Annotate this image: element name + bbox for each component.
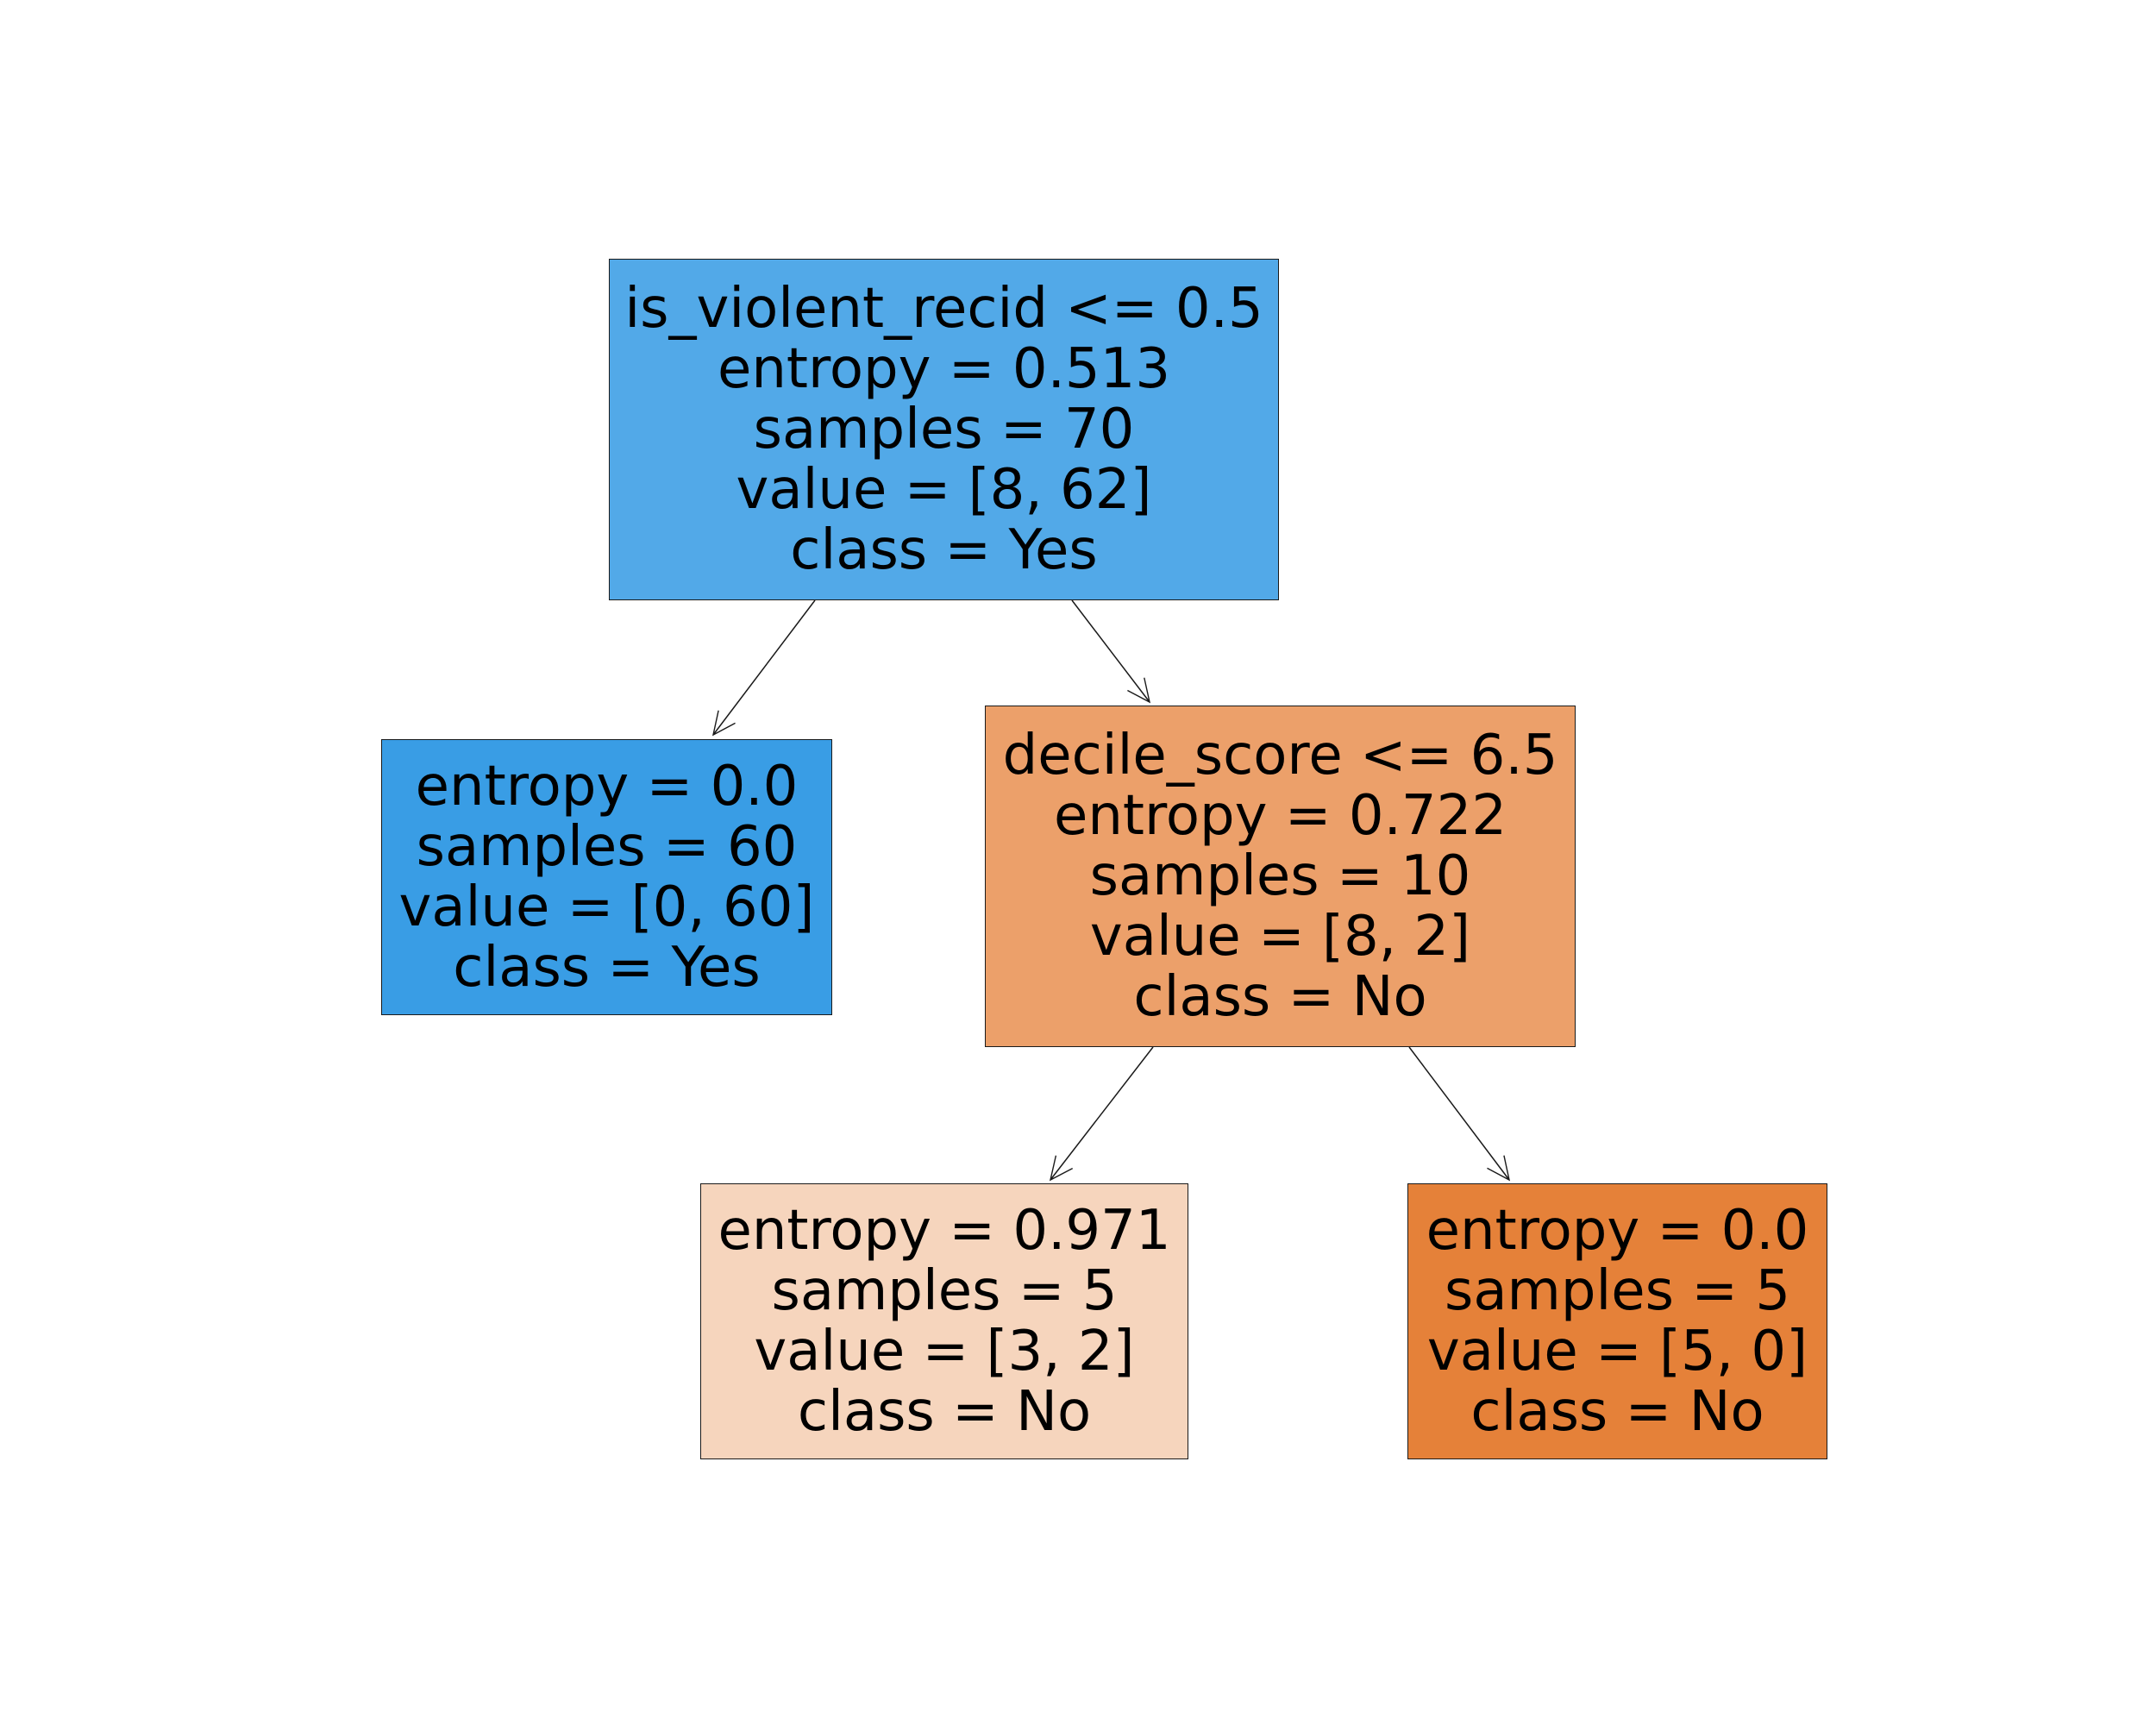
- node-value: value = [8, 2]: [1089, 905, 1471, 969]
- node-samples: samples = 5: [1444, 1259, 1791, 1323]
- node-samples: samples = 10: [1089, 844, 1471, 908]
- node-samples: samples = 5: [771, 1259, 1118, 1323]
- node-class: class = No: [1133, 965, 1427, 1029]
- node-class: class = Yes: [453, 936, 761, 1000]
- node-value: value = [8, 62]: [736, 458, 1152, 522]
- node-value: value = [3, 2]: [754, 1320, 1135, 1383]
- edge-root-to-left: [711, 599, 816, 737]
- tree-node-leaf-left: entropy = 0.0 samples = 60 value = [0, 6…: [381, 739, 832, 1015]
- node-split-rule: decile_score <= 6.5: [1002, 724, 1558, 787]
- node-samples: samples = 60: [416, 815, 798, 879]
- edge-right-to-right-right: [1408, 1046, 1511, 1182]
- tree-node-root: is_violent_recid <= 0.5 entropy = 0.513 …: [609, 259, 1279, 600]
- tree-node-leaf-right-right: entropy = 0.0 samples = 5 value = [5, 0]…: [1407, 1183, 1827, 1459]
- node-entropy: entropy = 0.722: [1053, 784, 1507, 848]
- node-class: class = No: [1470, 1380, 1764, 1444]
- node-split-rule: is_violent_recid <= 0.5: [624, 277, 1263, 341]
- node-class: class = Yes: [790, 518, 1098, 582]
- tree-node-leaf-right-left: entropy = 0.971 samples = 5 value = [3, …: [700, 1183, 1188, 1459]
- edge-root-to-right: [1071, 599, 1151, 704]
- node-value: value = [5, 0]: [1426, 1320, 1808, 1383]
- node-entropy: entropy = 0.513: [717, 337, 1171, 401]
- node-samples: samples = 70: [753, 398, 1135, 461]
- node-value: value = [0, 60]: [398, 875, 815, 939]
- node-entropy: entropy = 0.971: [718, 1199, 1171, 1263]
- tree-node-right: decile_score <= 6.5 entropy = 0.722 samp…: [985, 706, 1576, 1047]
- node-entropy: entropy = 0.0: [415, 755, 799, 819]
- node-class: class = No: [797, 1380, 1092, 1444]
- node-entropy: entropy = 0.0: [1426, 1199, 1809, 1263]
- edge-right-to-right-left: [1049, 1046, 1154, 1182]
